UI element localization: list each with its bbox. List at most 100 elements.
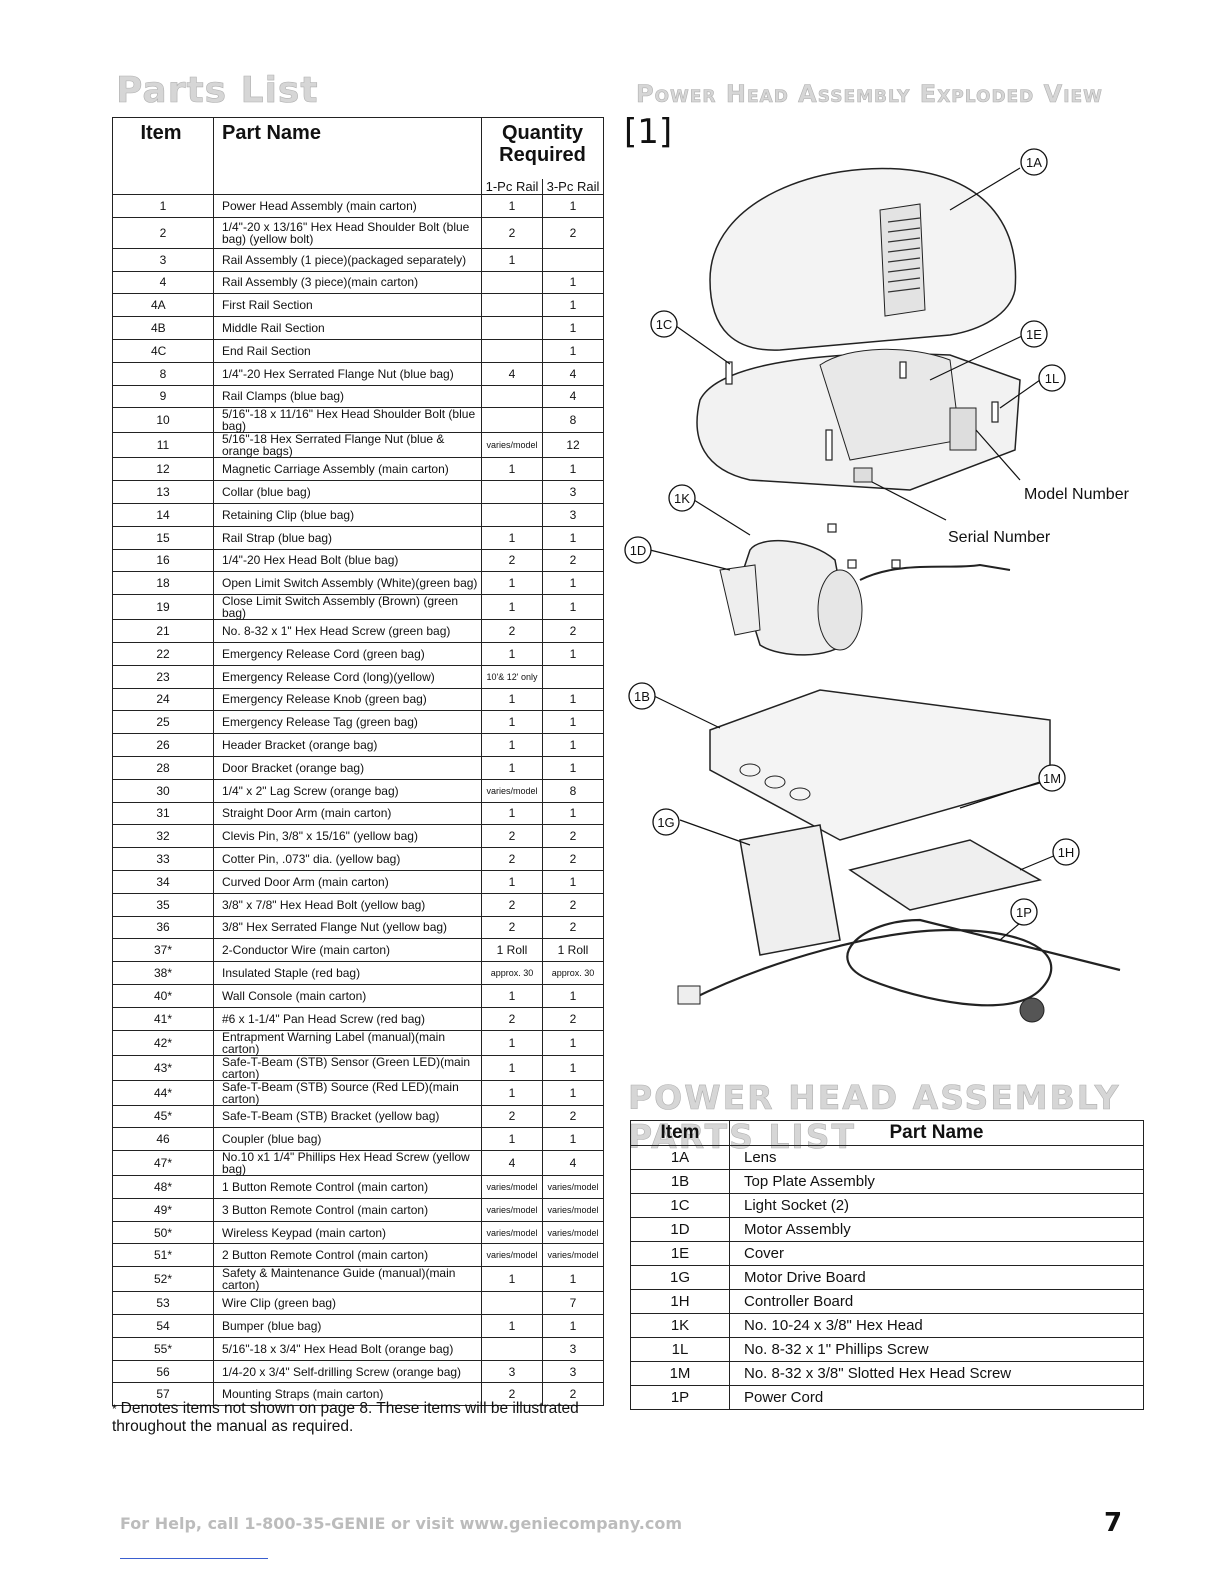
header-item: Item	[112, 117, 214, 195]
table-row: 47*No.10 x1 1/4" Phillips Hex Head Screw…	[112, 1150, 604, 1177]
footnote: *Denotes items not shown on page 8. Thes…	[112, 1400, 592, 1435]
qty-three-pc-cell: 1	[542, 338, 604, 363]
qty-three-pc-cell: 8	[542, 407, 604, 434]
callout-circle	[1038, 364, 1066, 392]
item-cell: 4A	[112, 293, 214, 318]
qty-three-pc-cell: 1	[542, 194, 604, 218]
part-name-cell: No. 8-32 x 1" Hex Head Screw (green bag)	[213, 619, 482, 643]
part-name-cell: 1/4"-20 Hex Serrated Flange Nut (blue ba…	[213, 361, 482, 386]
table-row: 41*#6 x 1-1/4" Pan Head Screw (red bag)2…	[112, 1006, 604, 1031]
ps-part-name-cell: Motor Drive Board	[729, 1265, 1144, 1290]
callout-label: 1B	[634, 689, 650, 704]
item-cell: 10	[112, 407, 214, 434]
part-name-cell: Safe-T-Beam (STB) Source (Red LED)(main …	[213, 1079, 482, 1106]
qty-three-pc-cell: 1	[542, 983, 604, 1008]
ps-part-name-cell: Top Plate Assembly	[729, 1169, 1144, 1194]
qty-one-pc-cell: 1	[481, 1029, 543, 1056]
qty-one-pc-cell: 2	[481, 548, 543, 573]
part-name-cell: Rail Clamps (blue bag)	[213, 384, 482, 409]
part-name-cell: Wall Console (main carton)	[213, 983, 482, 1008]
qty-three-pc-cell: 1	[542, 316, 604, 340]
header-part-name: Part Name	[213, 117, 482, 195]
quantity-label: Quantity Required	[499, 122, 586, 166]
qty-one-pc-cell: 1	[481, 1266, 543, 1293]
qty-three-pc-cell: 1	[542, 710, 604, 735]
qty-one-pc-cell: 2	[481, 1104, 543, 1129]
part-name-cell: 1/4"-20 x 13/16" Hex Head Shoulder Bolt …	[213, 216, 482, 249]
item-cell: 48*	[112, 1175, 214, 1199]
part-name-cell: End Rail Section	[213, 338, 482, 363]
ps-item-cell: 1G	[630, 1265, 730, 1290]
qty-one-pc-cell: 1	[481, 1314, 543, 1338]
part-name-cell: Curved Door Arm (main carton)	[213, 869, 482, 894]
ps-item-cell: 1A	[630, 1145, 730, 1170]
item-cell: 18	[112, 571, 214, 596]
item-cell: 4C	[112, 338, 214, 363]
qty-three-pc-cell: 1	[542, 1314, 604, 1338]
qty-three-pc-cell: 1	[542, 1079, 604, 1106]
item-cell: 26	[112, 733, 214, 757]
ps-item-cell: 1E	[630, 1241, 730, 1266]
qty-one-pc-cell: 1	[481, 1127, 543, 1152]
qty-one-pc-cell: 1	[481, 247, 543, 272]
part-name-cell: 5/16"-18 x 3/4" Hex Head Bolt (orange ba…	[213, 1336, 482, 1361]
callout-label: 1A	[1026, 155, 1042, 170]
item-cell: 28	[112, 755, 214, 780]
qty-three-pc-cell: 2	[542, 915, 604, 940]
qty-three-pc-cell: 1	[542, 594, 604, 621]
part-name-cell: Collar (blue bag)	[213, 480, 482, 504]
part-name-cell: 1/4"-20 Hex Head Bolt (blue bag)	[213, 548, 482, 573]
part-name-cell: Open Limit Switch Assembly (White)(green…	[213, 571, 482, 596]
part-name-cell: Emergency Release Knob (green bag)	[213, 687, 482, 712]
item-cell: 23	[112, 664, 214, 689]
part-name-cell: Safe-T-Beam (STB) Bracket (yellow bag)	[213, 1104, 482, 1129]
item-cell: 37*	[112, 938, 214, 963]
qty-three-pc-cell	[542, 664, 604, 689]
part-name-cell: Safety & Maintenance Guide (manual)(main…	[213, 1266, 482, 1293]
qty-one-pc-cell: 1	[481, 1079, 543, 1106]
part-name-cell: Rail Assembly (1 piece)(packaged separat…	[213, 247, 482, 272]
qty-one-pc-cell	[481, 502, 543, 527]
qty-one-pc-cell	[481, 384, 543, 409]
part-name-cell: 1/4" x 2" Lag Screw (orange bag)	[213, 778, 482, 803]
part-name-cell: First Rail Section	[213, 293, 482, 318]
callout-circle	[652, 808, 680, 836]
item-cell: 22	[112, 641, 214, 666]
qty-three-pc-cell: 1	[542, 733, 604, 757]
qty-three-pc-cell: approx. 30	[542, 961, 604, 985]
item-cell: 13	[112, 480, 214, 504]
part-name-cell: Insulated Staple (red bag)	[213, 961, 482, 985]
callout-circle	[1020, 320, 1048, 348]
qty-one-pc-cell: 1	[481, 983, 543, 1008]
item-cell: 3	[112, 247, 214, 272]
item-cell: 45*	[112, 1104, 214, 1129]
part-name-cell: #6 x 1-1/4" Pan Head Screw (red bag)	[213, 1006, 482, 1031]
item-cell: 42*	[112, 1029, 214, 1056]
qty-three-pc-cell: 1	[542, 457, 604, 482]
ps-item-cell: 1B	[630, 1169, 730, 1194]
part-name-cell: Entrapment Warning Label (manual)(main c…	[213, 1029, 482, 1056]
table-row: 49*3 Button Remote Control (main carton)…	[112, 1197, 604, 1222]
ps-item-cell: 1K	[630, 1313, 730, 1338]
ps-header-item: Item	[630, 1120, 730, 1146]
qty-one-pc-cell: varies/model	[481, 1175, 543, 1199]
callout-label: 1E	[1026, 327, 1042, 342]
part-name-cell: Wire Clip (green bag)	[213, 1291, 482, 1316]
table-row: 45*Safe-T-Beam (STB) Bracket (yellow bag…	[112, 1104, 604, 1129]
item-cell: 33	[112, 847, 214, 871]
item-cell: 47*	[112, 1150, 214, 1177]
part-name-cell: 1 Button Remote Control (main carton)	[213, 1175, 482, 1199]
part-name-cell: 3/8" Hex Serrated Flange Nut (yellow bag…	[213, 915, 482, 940]
